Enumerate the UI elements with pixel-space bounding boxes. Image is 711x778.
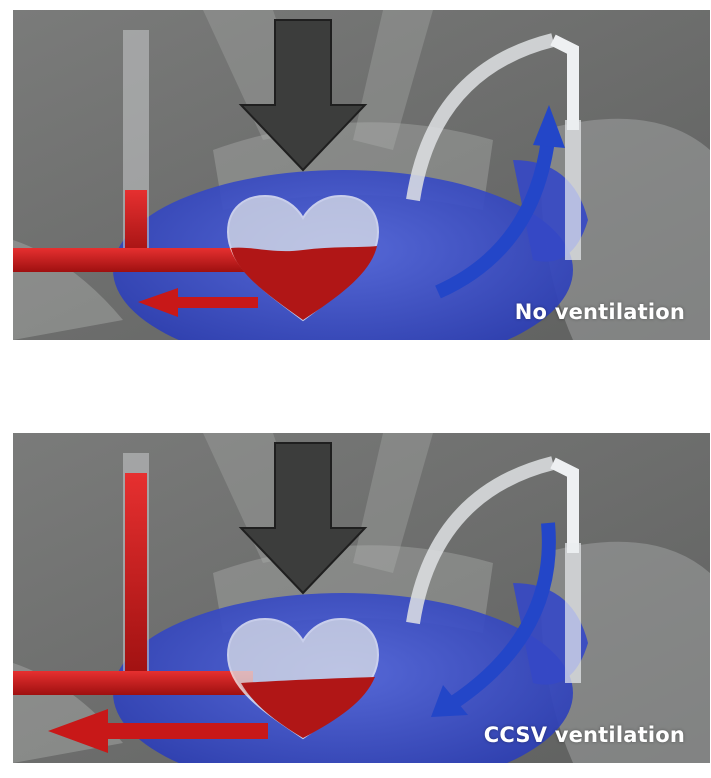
panel-caption: CCSV ventilation xyxy=(484,723,685,747)
panel-caption: No ventilation xyxy=(515,300,685,324)
panel-no-ventilation: No ventilation xyxy=(13,10,710,340)
blood-pipe xyxy=(13,671,253,695)
panel-ccsv-ventilation: CCSV ventilation xyxy=(13,433,710,763)
scene-illustration xyxy=(13,433,710,763)
blood-pipe xyxy=(13,248,253,272)
scene-illustration xyxy=(13,10,710,340)
